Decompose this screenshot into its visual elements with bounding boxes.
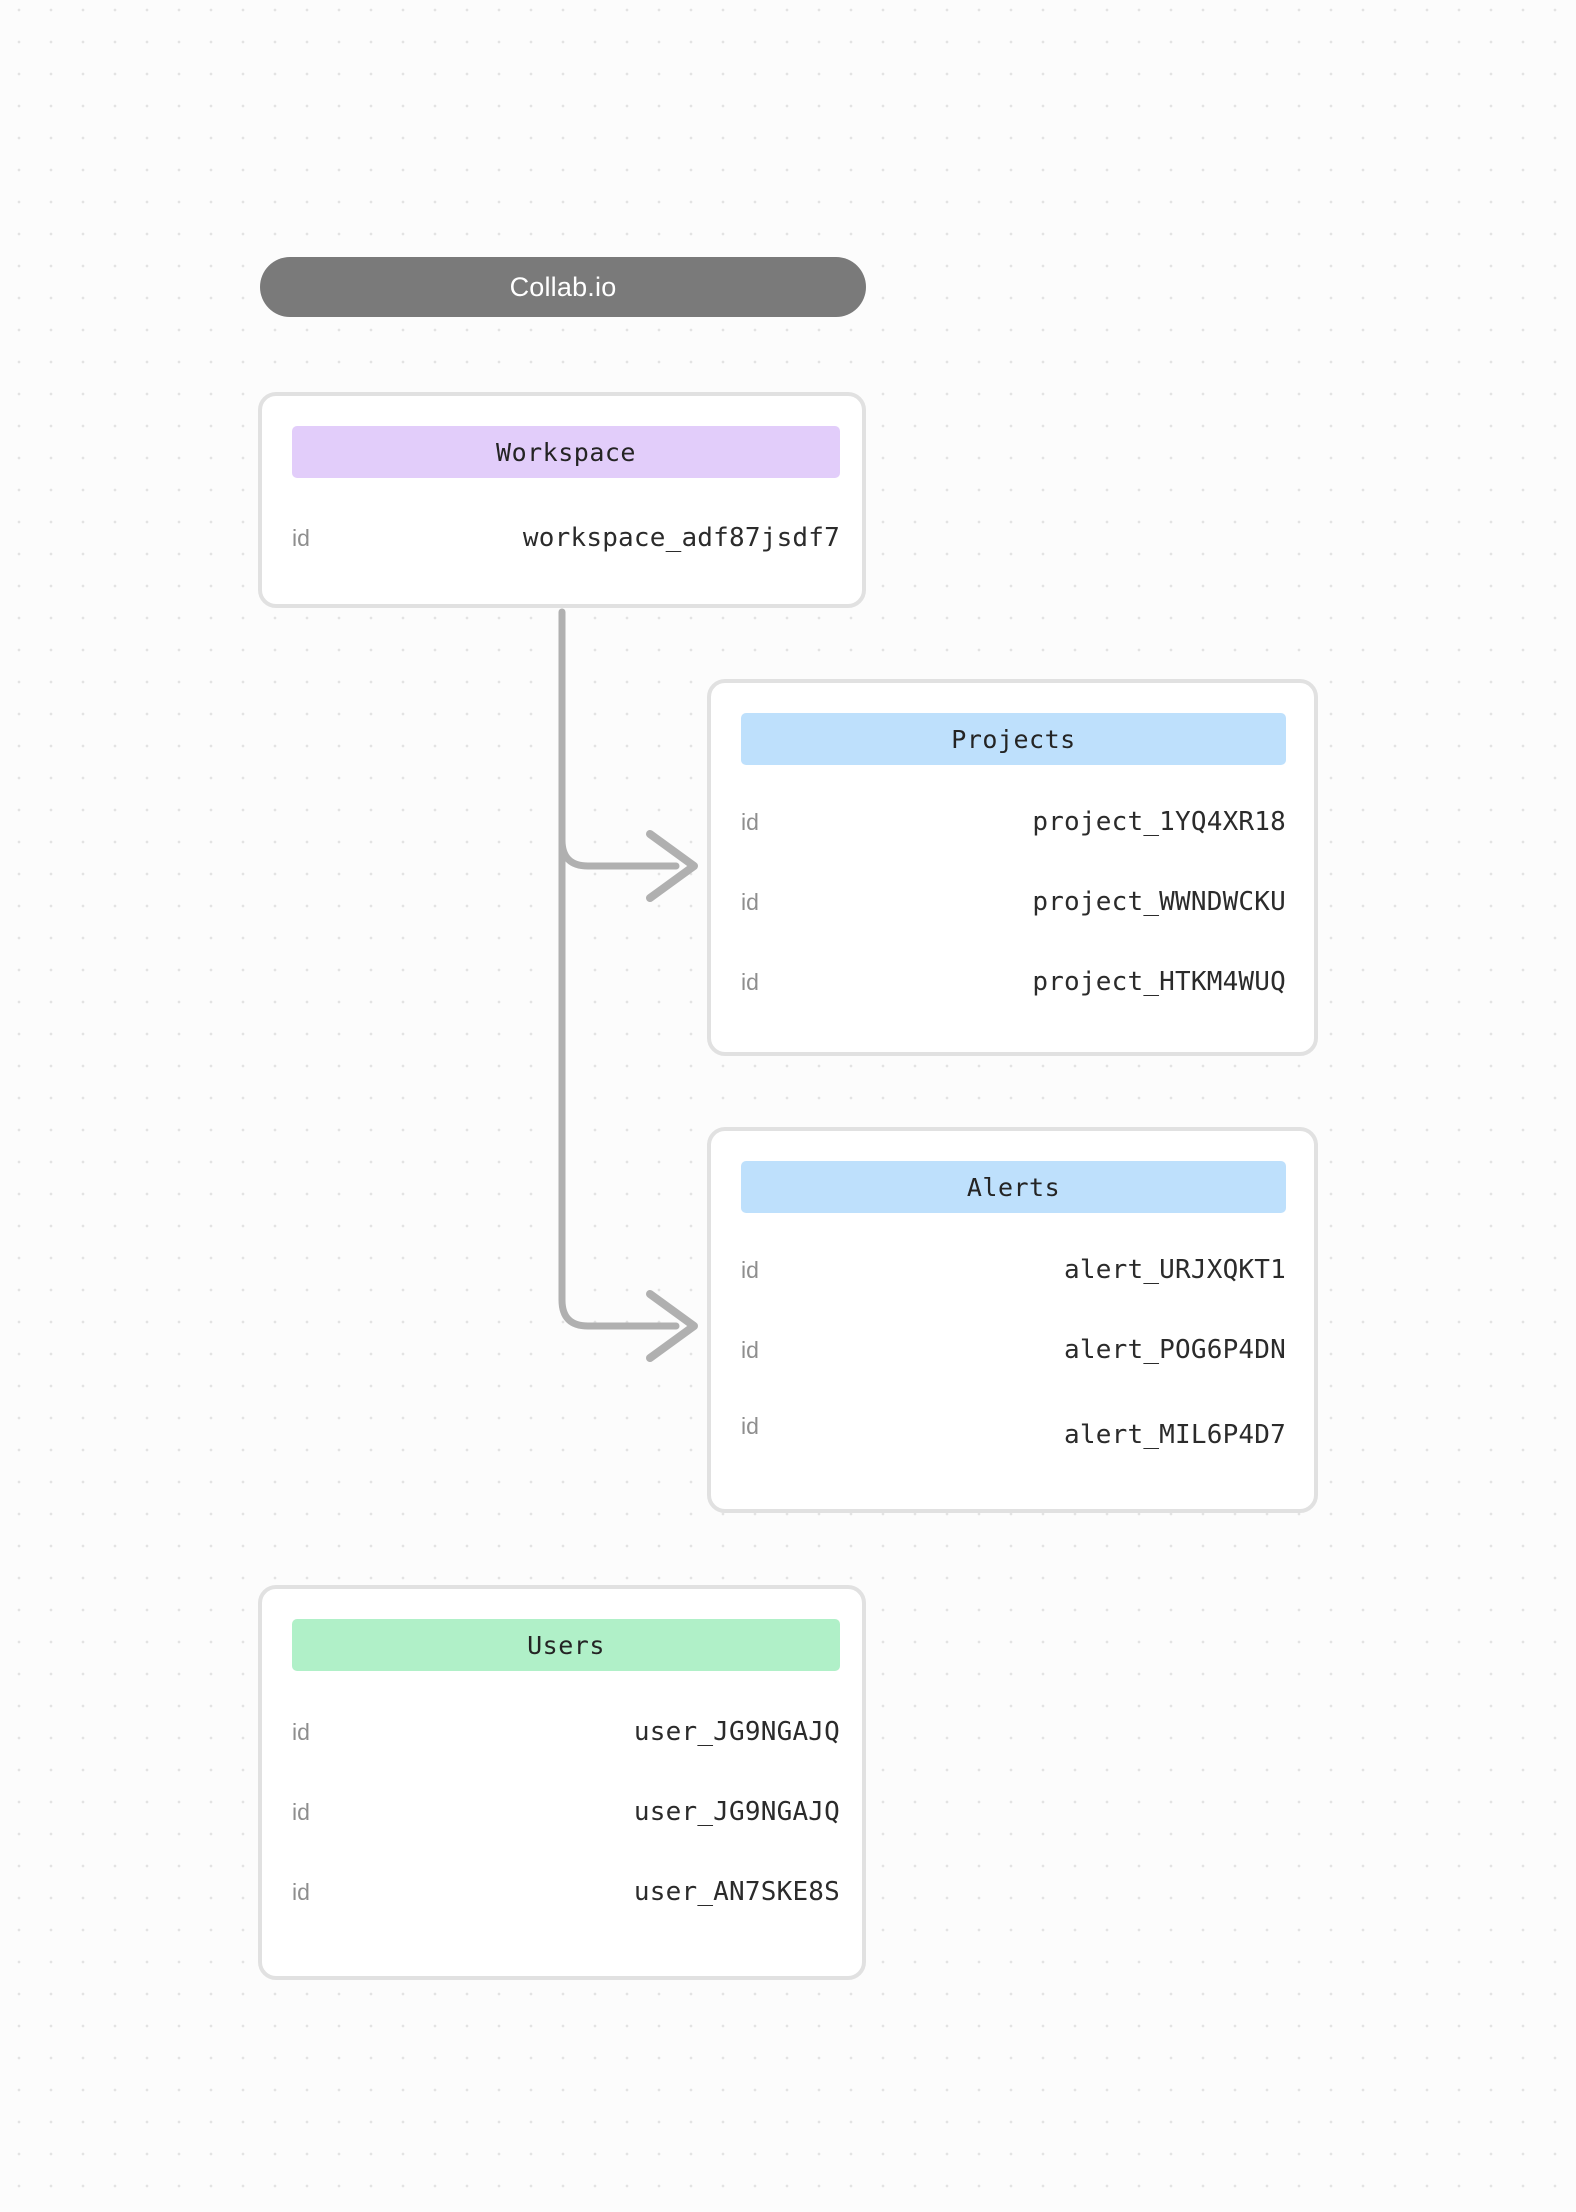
row-value: user_JG9NGAJQ: [633, 1717, 840, 1747]
row-value: user_AN7SKE8S: [633, 1877, 840, 1907]
table-row[interactable]: id alert_MIL6P4D7: [741, 1406, 1286, 1450]
arrowhead-projects-icon: [646, 830, 698, 902]
row-key: id: [741, 809, 759, 835]
table-row[interactable]: id project_1YQ4XR18: [741, 802, 1286, 842]
app-title-pill: Collab.io: [260, 257, 866, 317]
table-row[interactable]: id user_JG9NGAJQ: [292, 1792, 840, 1832]
table-row[interactable]: id workspace_adf87jsdf7: [292, 518, 840, 558]
arrowhead-alerts-icon: [646, 1290, 698, 1362]
row-key: id: [741, 969, 759, 995]
row-value: workspace_adf87jsdf7: [522, 523, 840, 553]
row-key: id: [292, 1719, 310, 1745]
table-row[interactable]: id alert_URJXQKT1: [741, 1250, 1286, 1290]
app-title-label: Collab.io: [509, 271, 617, 302]
table-row[interactable]: id project_HTKM4WUQ: [741, 962, 1286, 1002]
entity-title-projects: Projects: [951, 724, 1076, 754]
connector-workspace-trunk: [558, 608, 680, 1330]
row-key: id: [292, 1799, 310, 1825]
row-key: id: [741, 889, 759, 915]
entity-card-projects[interactable]: Projects id project_1YQ4XR18 id project_…: [707, 679, 1318, 1056]
row-value: project_1YQ4XR18: [1032, 807, 1286, 837]
entity-title-alerts: Alerts: [966, 1172, 1061, 1202]
table-row[interactable]: id user_JG9NGAJQ: [292, 1712, 840, 1752]
row-value: alert_URJXQKT1: [1064, 1255, 1286, 1285]
entity-card-users[interactable]: Users id user_JG9NGAJQ id user_JG9NGAJQ …: [258, 1585, 866, 1980]
row-key: id: [741, 1257, 759, 1283]
entity-card-alerts[interactable]: Alerts id alert_URJXQKT1 id alert_POG6P4…: [707, 1127, 1318, 1513]
row-key: id: [292, 525, 310, 551]
row-value: project_HTKM4WUQ: [1032, 967, 1286, 997]
row-key: id: [741, 1337, 759, 1363]
connector-workspace-to-projects: [558, 836, 680, 870]
entity-banner-alerts: Alerts: [741, 1161, 1286, 1213]
entity-title-users: Users: [527, 1630, 605, 1660]
row-key: id: [292, 1879, 310, 1905]
row-value: user_JG9NGAJQ: [633, 1797, 840, 1827]
table-row[interactable]: id user_AN7SKE8S: [292, 1872, 840, 1912]
row-key: id: [741, 1413, 759, 1439]
entity-banner-projects: Projects: [741, 713, 1286, 765]
entity-banner-users: Users: [292, 1619, 840, 1671]
entity-banner-workspace: Workspace: [292, 426, 840, 478]
row-value: alert_POG6P4DN: [1064, 1335, 1286, 1365]
row-value: project_WWNDWCKU: [1032, 887, 1286, 917]
table-row[interactable]: id alert_POG6P4DN: [741, 1330, 1286, 1370]
row-value: alert_MIL6P4D7: [1064, 1420, 1286, 1450]
entity-card-workspace[interactable]: Workspace id workspace_adf87jsdf7: [258, 392, 866, 608]
entity-title-workspace: Workspace: [496, 437, 636, 467]
table-row[interactable]: id project_WWNDWCKU: [741, 882, 1286, 922]
